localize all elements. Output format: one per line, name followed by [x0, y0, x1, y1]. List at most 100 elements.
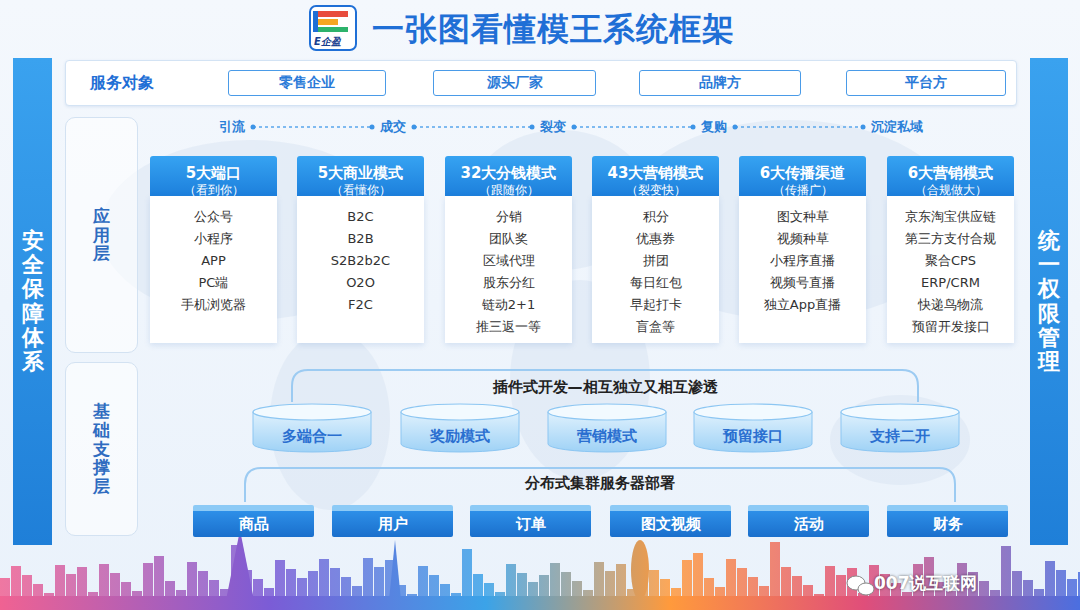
- skyline-base: [0, 596, 1080, 610]
- node-text: 区域代理: [483, 250, 535, 272]
- city-skyline: [0, 530, 1080, 610]
- node-text: 聚合CPS: [925, 250, 976, 272]
- service-band: 服务对象 零售企业 源头厂家 品牌方 平台方: [65, 60, 1017, 106]
- node-text: 分布式集群服务器部署: [525, 474, 675, 493]
- service-box: 源头厂家: [433, 70, 596, 96]
- node-text: O2O: [346, 272, 375, 294]
- node-text: 财务: [933, 515, 963, 534]
- decor-shape: [318, 19, 338, 25]
- node-text: 平台方: [905, 74, 947, 92]
- logo: [310, 6, 356, 50]
- flow-dot: [412, 125, 417, 130]
- node-text: 公众号: [194, 206, 233, 228]
- service-box: 平台方: [846, 70, 1006, 96]
- flow-step: 沉淀私域: [871, 118, 923, 136]
- decor-shape: [310, 6, 356, 50]
- column-body: 图文种草视频种草小程序直播视频号直播独立App直播: [739, 196, 866, 343]
- cylinder-top: [841, 404, 959, 420]
- node-text: 股东分红: [483, 272, 535, 294]
- node-text: 快递鸟物流: [918, 294, 983, 316]
- node-text: 服务对象: [90, 73, 154, 94]
- decor-shape: [318, 11, 348, 17]
- plugin-cylinder: 多端合一: [251, 403, 373, 453]
- node-text: 小程序直播: [770, 250, 835, 272]
- plugin-cylinder: 预留接口: [692, 403, 814, 453]
- node-text: 支持二开: [870, 427, 930, 446]
- node-text: （合规做大）: [915, 183, 987, 198]
- tower: [631, 540, 649, 600]
- column-body: 公众号小程序APPPC端手机浏览器: [150, 196, 277, 343]
- cylinder-top: [401, 404, 519, 420]
- node-text: 商品: [239, 515, 269, 534]
- node-text: 43大营销模式: [608, 164, 704, 183]
- server-group: 分布式集群服务器部署商品 用户 订单 图文视频 活动 财务: [185, 462, 1015, 542]
- node-text: 32大分钱模式: [461, 164, 557, 183]
- service-box: 零售企业: [228, 70, 386, 96]
- plugin-cylinder: 营销模式: [546, 403, 668, 453]
- flow-dash: [735, 126, 863, 128]
- node-text: （看懂你）: [331, 183, 391, 198]
- column-body: 京东淘宝供应链第三方支付合规聚合CPSERP/CRM快递鸟物流预留开发接口: [887, 196, 1014, 343]
- node-text: （裂变快）: [626, 183, 686, 198]
- node-text: （看到你）: [184, 183, 244, 198]
- node-text: 图文种草: [777, 206, 829, 228]
- node-text: 统一权限管理: [1038, 229, 1060, 374]
- group-outline-line: [245, 468, 955, 502]
- node-text: PC端: [199, 272, 229, 294]
- world-map: [100, 120, 970, 510]
- layer-panel: 应用层: [65, 117, 138, 353]
- flow-step: 引流: [219, 118, 245, 136]
- node-text: 插件式开发—相互独立又相互渗透: [493, 378, 718, 397]
- flow-dot: [572, 125, 577, 130]
- node-text: 多端合一: [282, 427, 342, 446]
- node-text: 链动2+1: [482, 294, 535, 316]
- module-block: 用户: [332, 505, 453, 537]
- layer-panel: 基础支撑层: [65, 362, 138, 536]
- node-text: 品牌方: [699, 74, 741, 92]
- flow-dot: [733, 125, 738, 130]
- node-text: 早起打卡: [630, 294, 682, 316]
- node-text: 积分: [643, 206, 669, 228]
- node-text: 团队奖: [489, 228, 528, 250]
- flow-dot: [691, 125, 696, 130]
- module-block: 商品: [193, 505, 314, 537]
- side-bar: 安全保障体系: [13, 58, 52, 545]
- cylinder-top: [548, 404, 666, 420]
- node-text: 奖励模式: [430, 427, 490, 446]
- logo-text: E企盈: [314, 35, 341, 49]
- node-text: 用户: [378, 515, 408, 534]
- decor-shape: [313, 11, 318, 32]
- node-text: 应用层: [93, 207, 110, 263]
- module-block: 活动: [748, 505, 869, 537]
- column-body: 分销团队奖区域代理股东分红链动2+1推三返一等: [445, 196, 572, 343]
- node-text: B2B: [347, 228, 373, 250]
- node-text: F2C: [348, 294, 373, 316]
- node-text: 订单: [516, 515, 546, 534]
- node-text: 活动: [794, 515, 824, 534]
- node-text: 每日红包: [630, 272, 682, 294]
- cylinder-body: [548, 412, 666, 452]
- decor-shape: [318, 27, 348, 32]
- spire: [389, 540, 401, 600]
- node-text: S2B2b2C: [331, 250, 390, 272]
- node-text: 6大传播渠道: [760, 164, 845, 183]
- service-box: 品牌方: [639, 70, 801, 96]
- module-block: 财务: [887, 505, 1008, 537]
- column-body: 积分优惠券拼团每日红包早起打卡盲盒等: [592, 196, 719, 343]
- node-text: 5大端口: [186, 164, 241, 183]
- decor-shape: [830, 395, 970, 485]
- module-block: 订单: [470, 505, 591, 537]
- wechat-icon: [847, 576, 874, 595]
- column-body: B2CB2BS2B2b2CO2OF2C: [297, 196, 424, 343]
- node-text: 盲盒等: [636, 316, 675, 338]
- node-text: 京东淘宝供应链: [905, 206, 996, 228]
- node-text: （跟随你）: [479, 183, 539, 198]
- flow-dot: [530, 125, 535, 130]
- node-text: 分销: [496, 206, 522, 228]
- node-text: 零售企业: [279, 74, 335, 92]
- module-block: 图文视频: [610, 505, 731, 537]
- node-text: 基础支撑层: [93, 402, 110, 495]
